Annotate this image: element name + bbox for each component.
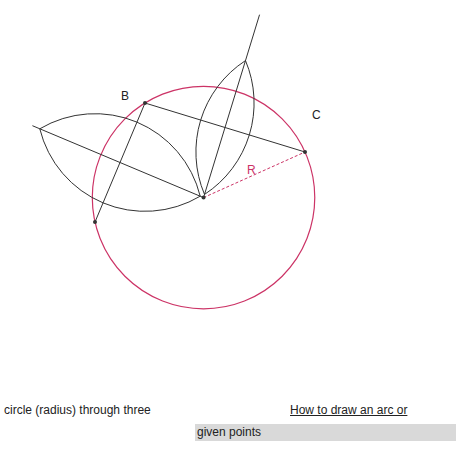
radius-label: R (247, 164, 256, 177)
point-dot (143, 101, 147, 105)
compass-arc (196, 61, 246, 195)
caption-text: given points (197, 426, 261, 439)
result-circle (92, 86, 314, 308)
point-dot (202, 196, 206, 200)
compass-arc (205, 61, 255, 195)
compass-arc (40, 114, 200, 197)
caption-text: How to draw an arc or (290, 404, 407, 417)
point-label: C (312, 109, 321, 122)
compass-arc (40, 129, 200, 212)
perpendicular-bisector (32, 126, 203, 198)
point-label: B (121, 90, 129, 103)
caption-text: circle (radius) through three (4, 404, 151, 417)
point-dot (303, 150, 307, 154)
point-dot (93, 220, 97, 224)
caption-band (195, 424, 456, 441)
radius-line (204, 152, 305, 198)
perpendicular-bisector (204, 15, 260, 198)
